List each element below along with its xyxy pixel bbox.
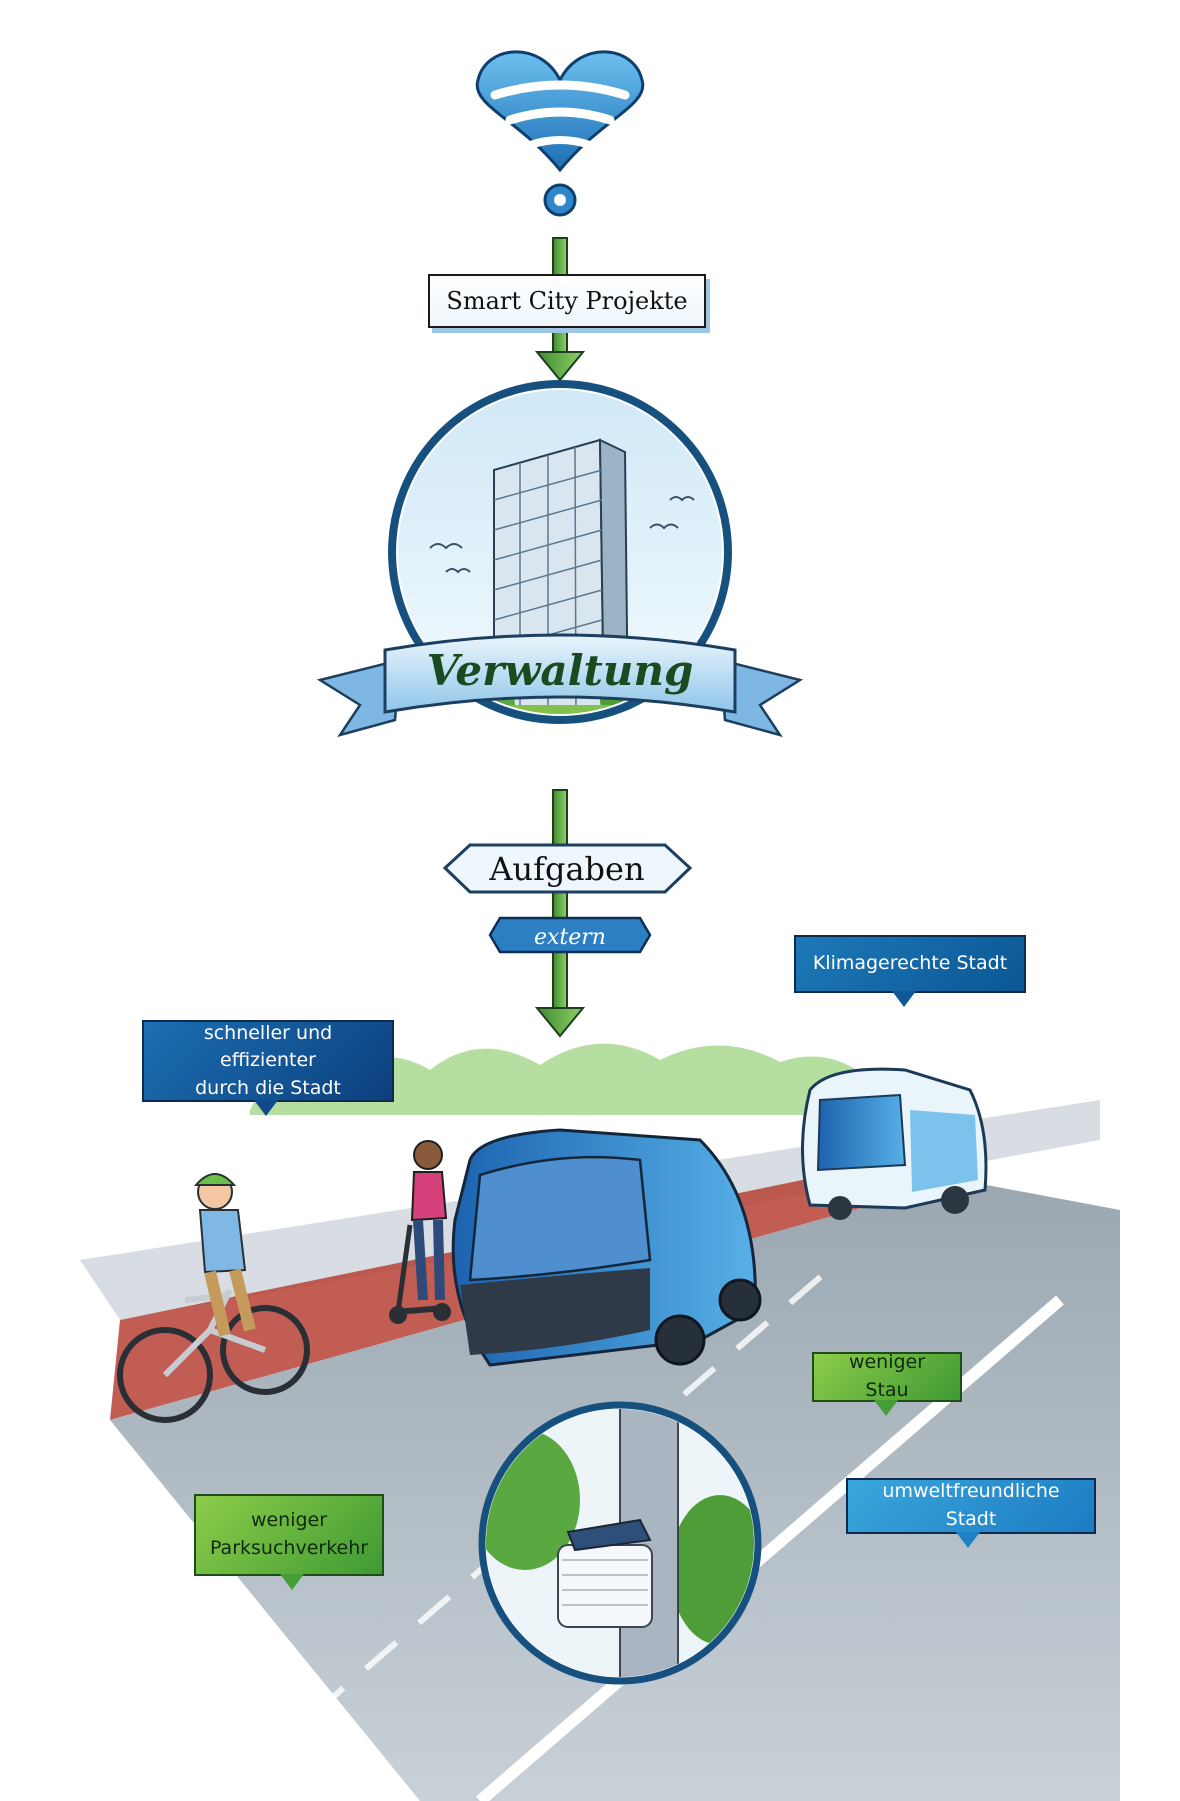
callout-less-parking-line2: Parksuchverkehr — [209, 1537, 369, 1559]
callout-less-parking-search: weniger Parksuchverkehr — [194, 1494, 384, 1590]
arrow-down-2 — [534, 789, 586, 1038]
tasks-sign — [442, 843, 693, 894]
smart-city-projects-label: Smart City Projekte — [446, 287, 688, 315]
banner-ribbon — [316, 633, 804, 738]
shuttle-icon — [451, 1128, 762, 1367]
sensor-icon — [557, 1518, 653, 1628]
callout-less-traffic: weniger Stau — [812, 1351, 962, 1416]
callout-eco-city-text: umweltfreundliche Stadt — [882, 1480, 1060, 1530]
callout-climate: Klimagerechte Stadt — [794, 935, 1026, 1007]
bus-icon — [801, 1067, 988, 1220]
callout-faster: schneller und effizienter durch die Stad… — [142, 1020, 394, 1116]
external-sign — [488, 916, 652, 954]
heart-wifi-icon — [475, 50, 645, 217]
callout-eco-city: umweltfreundliche Stadt — [846, 1478, 1096, 1548]
callout-less-traffic-text: weniger Stau — [848, 1351, 926, 1401]
scooter-icon — [389, 1140, 451, 1324]
callout-less-parking-line1: weniger — [250, 1509, 328, 1532]
callout-faster-line2: durch die Stadt — [195, 1076, 341, 1099]
bicycle-icon — [117, 1173, 310, 1423]
banner-text: Verwaltung — [427, 646, 694, 695]
smart-city-projects-sign: Smart City Projekte — [428, 274, 706, 328]
callout-climate-text: Klimagerechte Stadt — [812, 952, 1008, 975]
tasks-sign-text: Aufgaben — [488, 850, 644, 888]
external-sign-text: extern — [534, 925, 606, 950]
callout-faster-line1: schneller und effizienter — [203, 1021, 333, 1072]
